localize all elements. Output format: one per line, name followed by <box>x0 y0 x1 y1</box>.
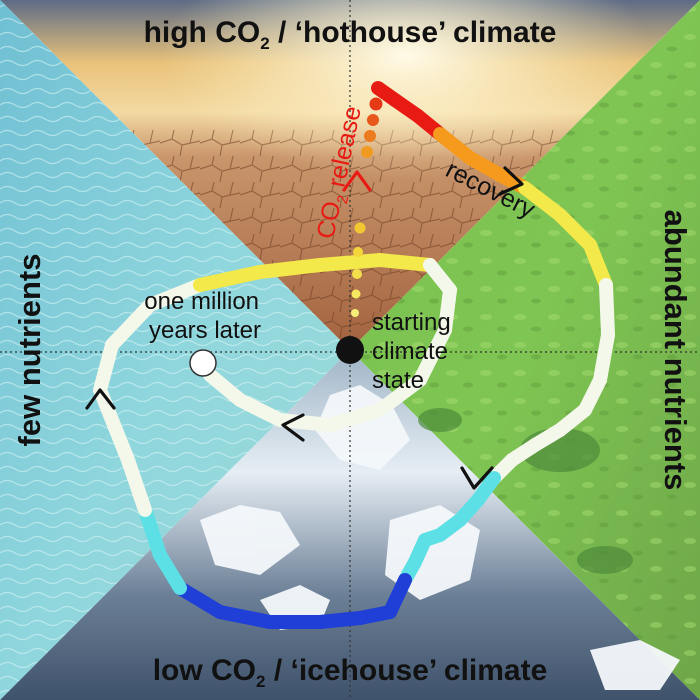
direction-chevrons <box>85 166 524 490</box>
hothouse-title: high CO2 / ‘hothouse’ climate <box>144 16 557 53</box>
algae-texture <box>350 0 700 700</box>
chevron-up-icon <box>85 388 116 410</box>
trajectory-segment <box>599 278 615 342</box>
release-dot <box>367 114 379 126</box>
release-dot <box>364 130 376 142</box>
chevron-up-icon <box>342 170 372 192</box>
co2-release-dots <box>351 97 383 317</box>
trajectory-segment <box>553 208 597 252</box>
chevron-down-icon <box>460 466 494 490</box>
release-dot <box>352 269 362 279</box>
abundant-nutrients-label: abundant nutrients <box>658 210 693 491</box>
trajectory-segment <box>93 338 119 397</box>
release-dot <box>354 222 366 234</box>
chevron-left-icon <box>281 413 305 442</box>
later-state-marker <box>189 349 217 377</box>
starting-state-label: starting climate state <box>372 309 457 394</box>
trajectory-segment <box>253 258 327 279</box>
trajectory-segment <box>233 393 287 427</box>
trajectory-segment <box>593 328 615 387</box>
trajectory-segment <box>373 373 427 417</box>
trajectory-segment <box>143 278 207 312</box>
trajectory-segment <box>518 181 567 222</box>
release-dot <box>369 97 383 111</box>
chevron-right-icon <box>498 166 524 196</box>
trajectory-segment <box>138 503 167 562</box>
trajectory-segment <box>583 238 613 292</box>
trajectory-segment <box>121 453 152 517</box>
icehouse-title: low CO2 / ‘icehouse’ climate <box>153 654 548 691</box>
later-state-label: one million years later <box>144 288 265 344</box>
release-dot <box>351 309 359 317</box>
trajectory-segment <box>373 253 437 272</box>
few-nutrients-label: few nutrients <box>12 254 47 447</box>
trajectory-segment <box>323 403 387 432</box>
release-dot <box>351 289 361 299</box>
climate-trajectory <box>93 81 615 629</box>
trajectory-segment <box>173 581 227 619</box>
trajectory-segment <box>105 298 157 352</box>
trajectory-segment <box>105 413 135 467</box>
ocean-wave-texture <box>0 0 350 700</box>
trajectory-segment <box>213 605 277 629</box>
trajectory-segment <box>193 265 267 292</box>
release-dot <box>353 247 363 257</box>
release-dot <box>361 146 373 158</box>
starting-state-marker <box>336 336 364 364</box>
trajectory-segment <box>203 368 247 407</box>
trajectory-segment <box>413 323 452 387</box>
trajectory-segment <box>313 253 387 272</box>
